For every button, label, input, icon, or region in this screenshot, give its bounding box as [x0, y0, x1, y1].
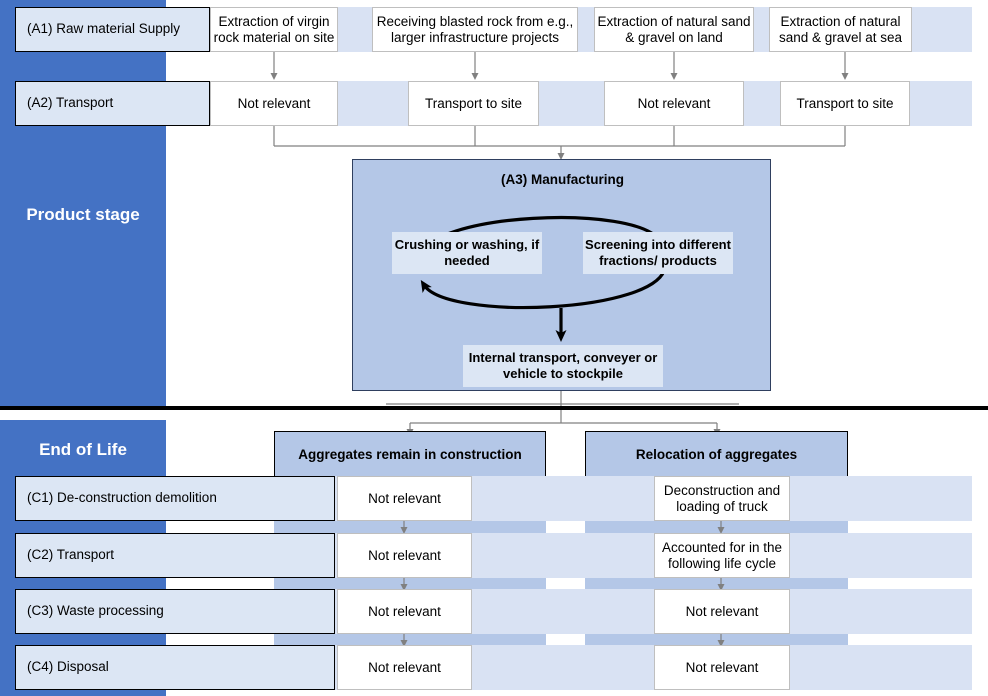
a1-label-box: (A1) Raw material Supply: [15, 7, 210, 52]
c2-cell-2-text: Accounted for in the following life cycl…: [661, 539, 783, 571]
c2-cell-2: Accounted for in the following life cycl…: [654, 533, 790, 578]
eol-header-aggregates-remain: Aggregates remain in construction: [274, 431, 546, 479]
a2-cell-4: Transport to site: [780, 81, 910, 126]
c3-cell-2: Not relevant: [654, 589, 790, 634]
c4-cell-1: Not relevant: [337, 645, 472, 690]
a1-cell-2-text: Receiving blasted rock from e.g., larger…: [376, 13, 574, 45]
a2-cell-4-text: Transport to site: [796, 95, 894, 111]
eol-header-relocation: Relocation of aggregates: [585, 431, 848, 479]
a1-cell-4: Extraction of natural sand & gravel at s…: [769, 7, 912, 52]
c4-cell-2: Not relevant: [654, 645, 790, 690]
c3-label-text: (C3) Waste processing: [27, 603, 164, 619]
c3-label-box: (C3) Waste processing: [15, 589, 335, 634]
a2-cell-2: Transport to site: [408, 81, 539, 126]
a2-cell-1: Not relevant: [210, 81, 338, 126]
c2-cell-1: Not relevant: [337, 533, 472, 578]
a2-label-text: (A2) Transport: [27, 95, 114, 111]
c3-cell-2-text: Not relevant: [685, 603, 759, 619]
c2-label-text: (C2) Transport: [27, 547, 115, 563]
a1-to-a2-arrows: [270, 52, 849, 80]
a1-cell-2: Receiving blasted rock from e.g., larger…: [372, 7, 578, 52]
a1-label-text: (A1) Raw material Supply: [27, 21, 181, 37]
c1-cell-2-text: Deconstruction and loading of truck: [663, 482, 781, 514]
product-stage-band: [0, 0, 166, 406]
a2-cell-3-text: Not relevant: [637, 95, 711, 111]
c4-label-text: (C4) Disposal: [27, 659, 109, 675]
product-stage-label: Product stage: [0, 180, 166, 250]
manufacturing-title: (A3) Manufacturing: [353, 172, 772, 190]
manufacturing-crushing-text: Crushing or washing, if needed: [394, 237, 540, 268]
manufacturing-down-arrow: [555, 308, 567, 342]
c4-label-box: (C4) Disposal: [15, 645, 335, 690]
c2-to-c3-arrows: [400, 578, 725, 590]
c1-label-box: (C1) De-construction demolition: [15, 476, 335, 521]
a2-label-box: (A2) Transport: [15, 81, 210, 126]
c2-cell-1-text: Not relevant: [368, 547, 441, 563]
c1-cell-1-text: Not relevant: [368, 490, 441, 506]
a1-cell-3: Extraction of natural sand & gravel on l…: [594, 7, 754, 52]
c1-label-text: (C1) De-construction demolition: [27, 490, 217, 506]
a1-cell-3-text: Extraction of natural sand & gravel on l…: [597, 13, 751, 45]
stage-divider: [0, 406, 988, 410]
end-of-life-label: End of Life: [0, 428, 166, 472]
eol-header-relocation-text: Relocation of aggregates: [635, 446, 798, 462]
a2-cell-2-text: Transport to site: [424, 95, 523, 111]
c1-to-c2-arrows: [400, 521, 725, 533]
manufacturing-internal-transport-box: Internal transport, conveyer or vehicle …: [463, 345, 663, 387]
a3-to-eol-connector-top: [386, 391, 739, 407]
c3-cell-1: Not relevant: [337, 589, 472, 634]
c2-label-box: (C2) Transport: [15, 533, 335, 578]
product-stage-text: Product stage: [26, 205, 140, 224]
c3-cell-1-text: Not relevant: [368, 603, 441, 619]
c3-to-c4-arrows: [400, 634, 725, 646]
end-of-life-text: End of Life: [39, 440, 127, 459]
manufacturing-screening-box: Screening into different fractions/ prod…: [583, 232, 733, 274]
manufacturing-crushing-box: Crushing or washing, if needed: [392, 232, 542, 274]
eol-header-aggregates-remain-text: Aggregates remain in construction: [298, 446, 522, 462]
manufacturing-internal-transport-text: Internal transport, conveyer or vehicle …: [468, 350, 658, 381]
manufacturing-screening-text: Screening into different fractions/ prod…: [585, 237, 731, 268]
a2-cell-3: Not relevant: [604, 81, 744, 126]
a1-cell-4-text: Extraction of natural sand & gravel at s…: [778, 13, 903, 45]
manufacturing-title-text: (A3) Manufacturing: [501, 172, 624, 187]
manufacturing-box: (A3) Manufacturing Crushing or washing, …: [352, 159, 771, 391]
a1-cell-1: Extraction of virgin rock material on si…: [210, 7, 338, 52]
c4-cell-2-text: Not relevant: [685, 659, 759, 675]
a2-cell-1-text: Not relevant: [237, 95, 311, 111]
c1-cell-1: Not relevant: [337, 476, 472, 521]
a2-to-a3-connector: [273, 126, 846, 160]
c1-cell-2: Deconstruction and loading of truck: [654, 476, 790, 521]
a1-cell-1-text: Extraction of virgin rock material on si…: [213, 13, 335, 45]
c4-cell-1-text: Not relevant: [368, 659, 441, 675]
